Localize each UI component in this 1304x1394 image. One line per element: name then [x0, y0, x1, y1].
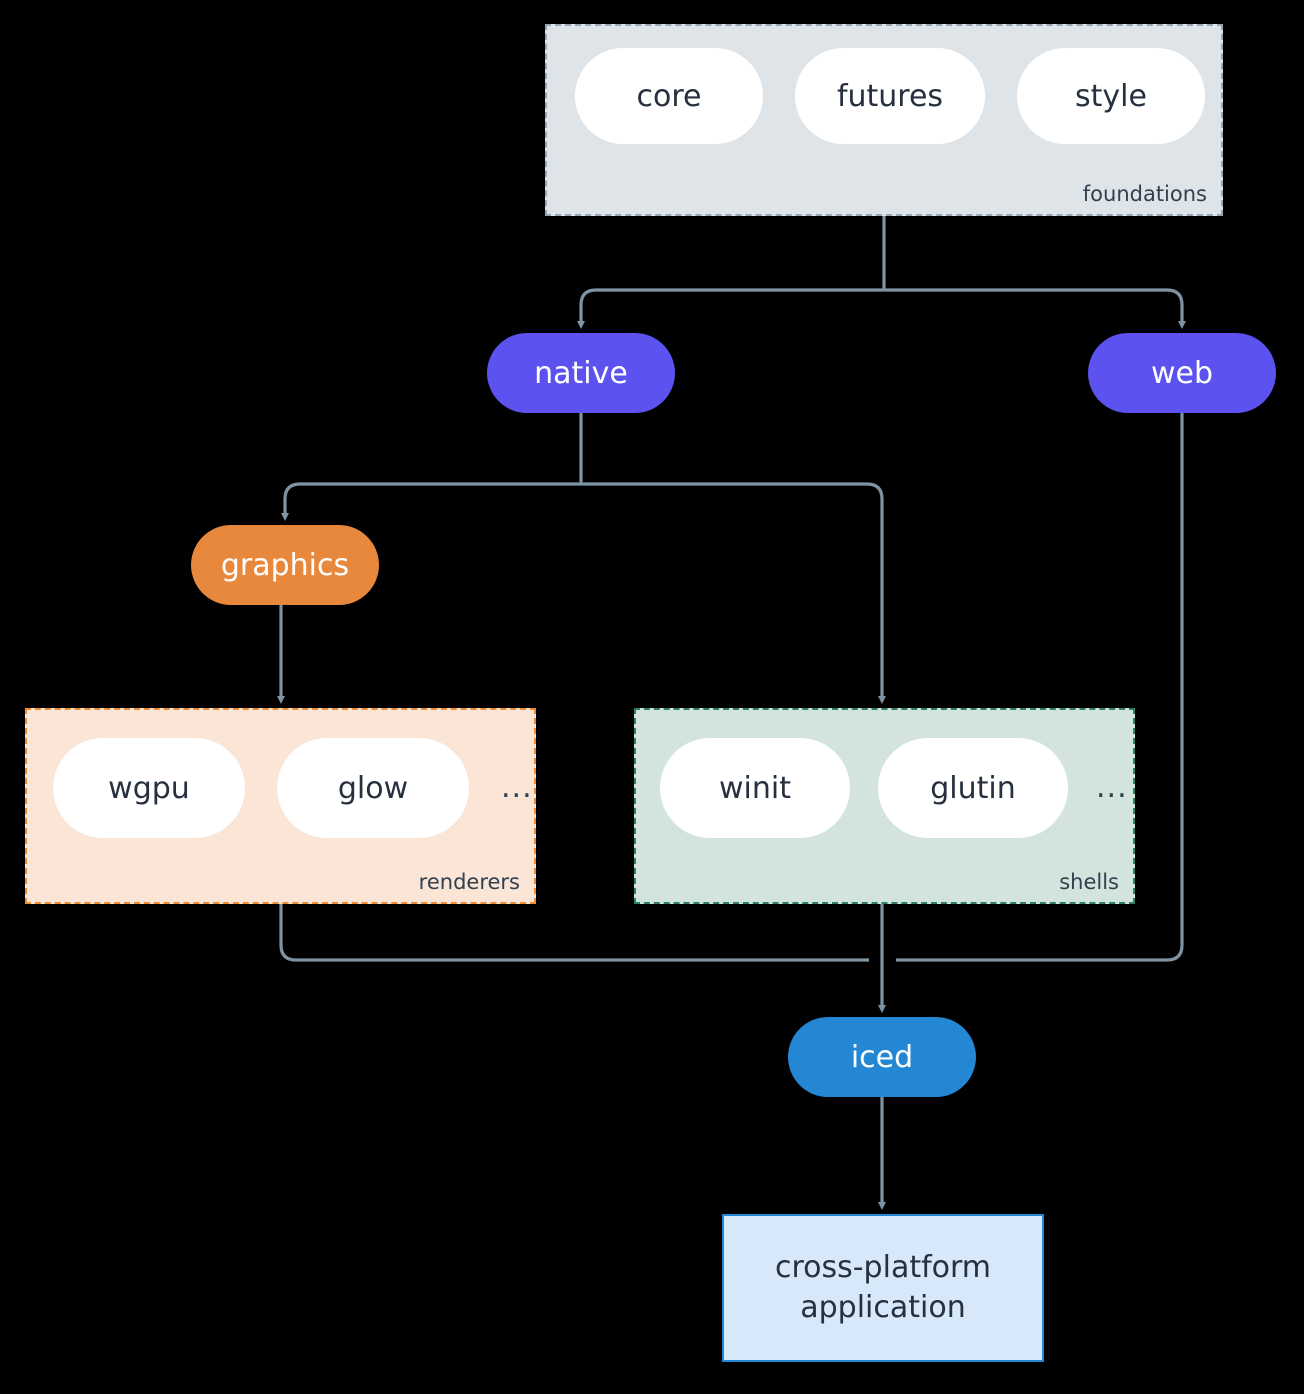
node-wgpu-label: wgpu	[108, 770, 190, 806]
node-glow[interactable]: glow	[277, 738, 469, 838]
node-style-label: style	[1075, 78, 1147, 114]
renderers-items: wgpu glow ...	[27, 738, 534, 838]
renderers-overflow-ellipsis: ...	[501, 770, 533, 805]
node-native[interactable]: native	[487, 333, 675, 413]
node-winit-label: winit	[719, 770, 791, 806]
node-web[interactable]: web	[1088, 333, 1276, 413]
node-winit[interactable]: winit	[660, 738, 850, 838]
node-native-label: native	[534, 355, 628, 391]
application-label-line2: application	[800, 1290, 966, 1325]
edge-foundations-to-web	[884, 288, 1186, 329]
node-futures-label: futures	[836, 78, 944, 114]
edge-native-to-graphics	[281, 482, 581, 521]
node-futures[interactable]: futures	[795, 48, 985, 144]
node-core-label: core	[636, 78, 702, 114]
node-style[interactable]: style	[1017, 48, 1205, 144]
group-shells-label: shells	[1059, 870, 1119, 894]
edge-foundations-to-native	[577, 288, 884, 329]
node-graphics[interactable]: graphics	[191, 525, 379, 605]
node-core[interactable]: core	[575, 48, 763, 144]
node-iced[interactable]: iced	[788, 1017, 976, 1097]
node-glutin[interactable]: glutin	[878, 738, 1068, 838]
node-cross-platform-application[interactable]: cross-platform application	[722, 1214, 1044, 1362]
shells-items: winit glutin ...	[636, 738, 1133, 838]
application-label-line1: cross-platform	[774, 1249, 992, 1285]
group-renderers[interactable]: wgpu glow ... renderers	[25, 708, 536, 904]
group-shells[interactable]: winit glutin ... shells	[634, 708, 1135, 904]
edge-renderers-to-iced	[279, 904, 869, 962]
node-glutin-label: glutin	[930, 770, 1016, 806]
group-renderers-label: renderers	[418, 870, 520, 894]
group-foundations[interactable]: core futures style foundations	[545, 24, 1223, 216]
shells-overflow-ellipsis: ...	[1096, 770, 1128, 805]
node-iced-label: iced	[850, 1039, 914, 1075]
edge-native-to-shells	[581, 482, 886, 704]
group-foundations-label: foundations	[1082, 182, 1207, 206]
node-wgpu[interactable]: wgpu	[53, 738, 245, 838]
node-web-label: web	[1150, 355, 1214, 391]
node-graphics-label: graphics	[220, 547, 350, 583]
foundations-items: core futures style	[547, 48, 1221, 144]
node-glow-label: glow	[337, 770, 409, 806]
